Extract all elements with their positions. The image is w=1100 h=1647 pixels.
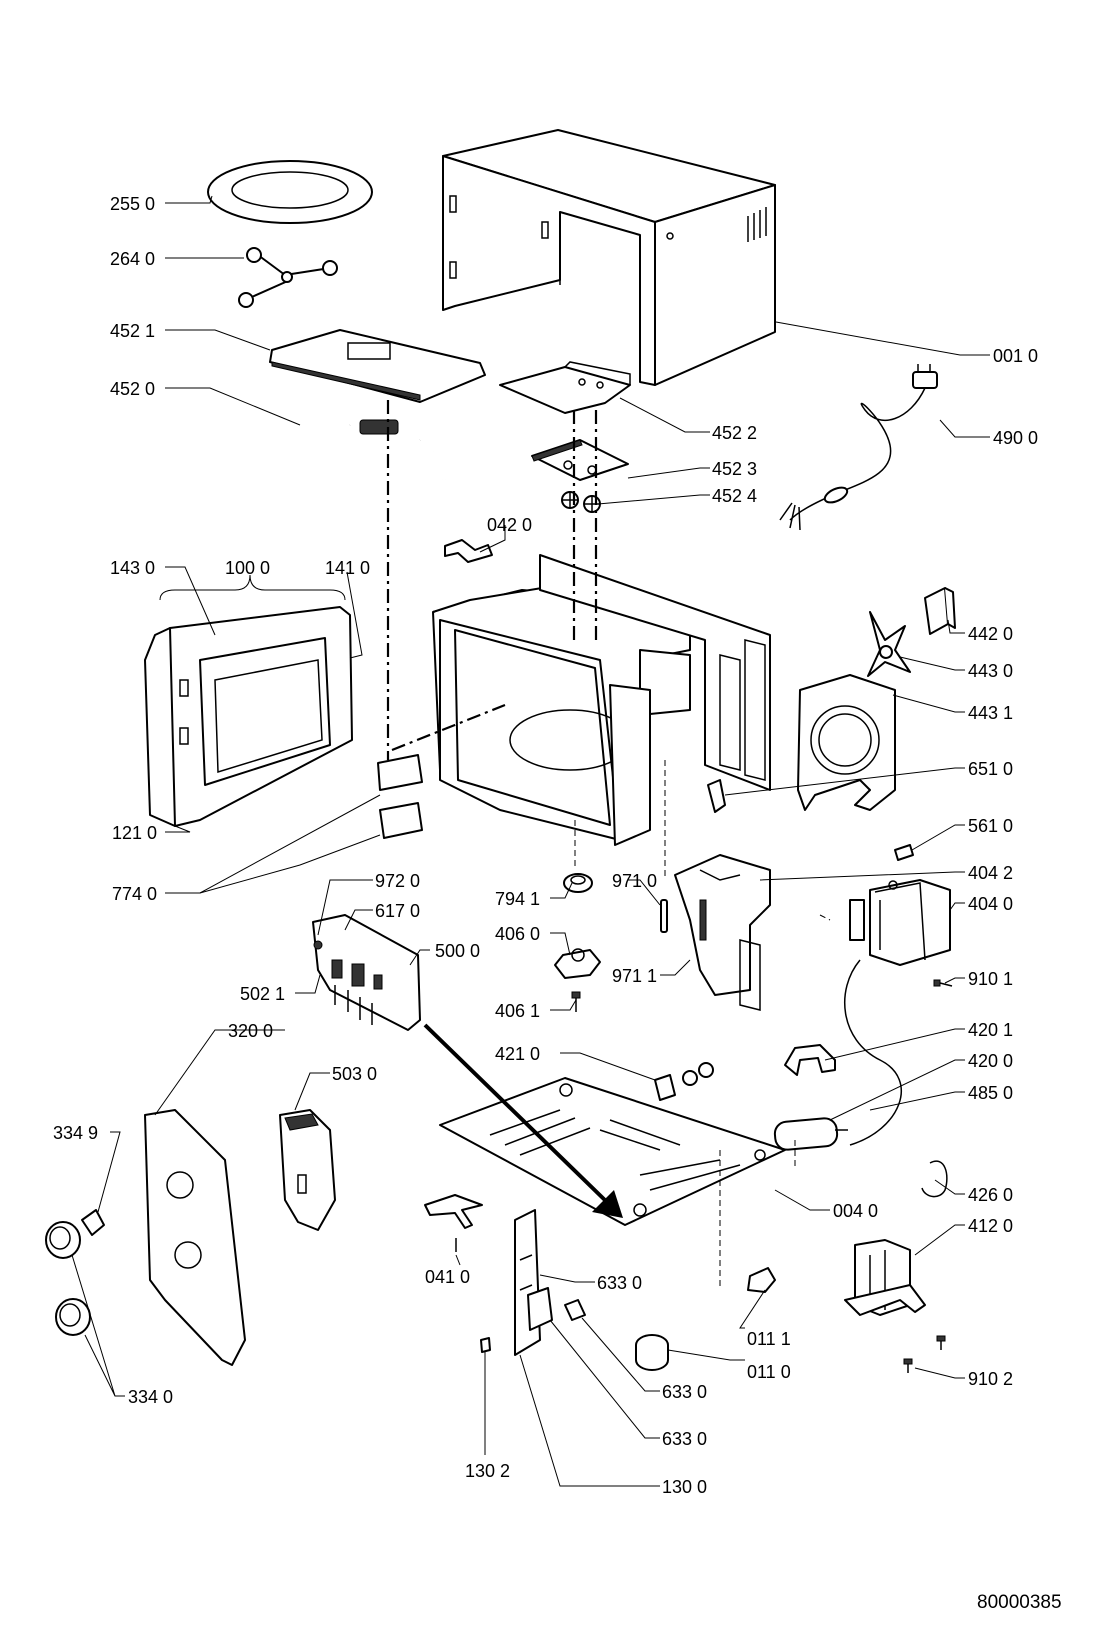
- callout-452-3: 452 3: [712, 459, 757, 479]
- callout-412-0: 412 0: [968, 1216, 1013, 1236]
- document-number: 80000385: [977, 1592, 1062, 1613]
- foot-bracket: [424, 1194, 483, 1252]
- roller-support: [238, 247, 338, 308]
- callout-004-0: 004 0: [833, 1201, 878, 1221]
- callout-971-0: 971 0: [612, 871, 657, 891]
- mica-plate: [499, 361, 631, 414]
- outer-casing: [442, 129, 776, 386]
- screw-406-1: [571, 991, 581, 1012]
- capacitor-clamp: [784, 1044, 836, 1076]
- cooling-fan: [867, 611, 911, 677]
- callout-633-0-c: 633 0: [662, 1429, 707, 1449]
- callout-502-1: 502 1: [240, 984, 285, 1004]
- callout-255-0: 255 0: [110, 194, 155, 214]
- screw-910-1: [933, 979, 953, 987]
- thermal-cutout: [707, 779, 726, 813]
- screws-910-2: [903, 1335, 946, 1373]
- callout-651-0: 651 0: [968, 759, 1013, 779]
- grill-bracket: [531, 439, 629, 481]
- transformer: [844, 1239, 926, 1316]
- fuse: [660, 899, 668, 933]
- air-duct: [674, 854, 771, 1011]
- switch-holder: [279, 1109, 336, 1231]
- callout-452-2: 452 2: [712, 423, 757, 443]
- callout-143-0: 143 0: [110, 558, 155, 578]
- turntable-motor: [554, 948, 601, 979]
- callout-100-0: 100 0: [225, 558, 270, 578]
- callout-500-0: 500 0: [435, 941, 480, 961]
- callout-041-0: 041 0: [425, 1267, 470, 1287]
- door-assembly: [144, 606, 353, 827]
- hv-capacitor: [773, 1117, 848, 1151]
- callout-121-0: 121 0: [112, 823, 157, 843]
- callout-130-2: 130 2: [465, 1461, 510, 1481]
- control-panel: [144, 1109, 246, 1366]
- callout-042-0: 042 0: [487, 515, 532, 535]
- callout-443-1: 443 1: [968, 703, 1013, 723]
- callout-452-0: 452 0: [110, 379, 155, 399]
- star-washers: [561, 491, 601, 513]
- grill-heating-element: [301, 414, 461, 481]
- callout-633-0-b: 633 0: [662, 1382, 707, 1402]
- hv-wire: [843, 959, 902, 1146]
- power-cord: [779, 364, 938, 531]
- callout-404-0: 404 0: [968, 894, 1013, 914]
- callout-406-1: 406 1: [495, 1001, 540, 1021]
- callout-443-0: 443 0: [968, 661, 1013, 681]
- callout-334-9: 334 9: [53, 1123, 98, 1143]
- control-board: [312, 914, 421, 1031]
- callout-001-0: 001 0: [993, 346, 1038, 366]
- callout-617-0: 617 0: [375, 901, 420, 921]
- oven-cavity: [432, 554, 771, 846]
- callout-264-0: 264 0: [110, 249, 155, 269]
- small-clip: [894, 844, 914, 861]
- callout-452-4: 452 4: [712, 486, 757, 506]
- callout-503-0: 503 0: [332, 1064, 377, 1084]
- small-bracket-top: [444, 539, 493, 563]
- callout-452-1: 452 1: [110, 321, 155, 341]
- magnetron: [849, 879, 951, 966]
- callout-406-0: 406 0: [495, 924, 540, 944]
- callout-442-0: 442 0: [968, 624, 1013, 644]
- callout-633-0-a: 633 0: [597, 1273, 642, 1293]
- roller-coupler: [563, 873, 593, 893]
- wire-clip: [921, 1160, 948, 1198]
- callout-334-0: 334 0: [128, 1387, 173, 1407]
- callout-141-0: 141 0: [325, 558, 370, 578]
- callout-971-1: 971 1: [612, 966, 657, 986]
- leader-lines: [71, 195, 990, 1487]
- callout-420-1: 420 1: [968, 1020, 1013, 1040]
- waveguide-cover: [377, 754, 423, 839]
- door-switch-bracket: [480, 1209, 586, 1356]
- callout-426-0: 426 0: [968, 1185, 1013, 1205]
- callout-011-0: 011 0: [747, 1362, 791, 1382]
- foot-spacer: [635, 1267, 776, 1371]
- callout-130-0: 130 0: [662, 1477, 707, 1497]
- control-knobs: [45, 1209, 105, 1336]
- turntable-plate: [207, 160, 373, 224]
- callout-910-1: 910 1: [968, 969, 1013, 989]
- callout-421-0: 421 0: [495, 1044, 540, 1064]
- callout-972-0: 972 0: [375, 871, 420, 891]
- callout-794-1: 794 1: [495, 889, 540, 909]
- lamp-holder: [654, 1062, 714, 1101]
- callout-420-0: 420 0: [968, 1051, 1013, 1071]
- callout-320-0: 320 0: [228, 1021, 273, 1041]
- callout-404-2: 404 2: [968, 863, 1013, 883]
- callout-490-0: 490 0: [993, 428, 1038, 448]
- fan-shroud: [797, 674, 896, 811]
- callout-561-0: 561 0: [968, 816, 1013, 836]
- assembly-arrow: [423, 1023, 623, 1218]
- fan-motor-bracket: [924, 587, 956, 635]
- assembly-guide-lines: [386, 400, 831, 1290]
- callout-774-0: 774 0: [112, 884, 157, 904]
- grill-cover: [269, 329, 486, 403]
- callout-011-1: 011 1: [747, 1329, 791, 1349]
- callout-910-2: 910 2: [968, 1369, 1013, 1389]
- callout-labels: 255 0 264 0 452 1 452 0 001 0 490 0 452 …: [53, 194, 1038, 1497]
- callout-485-0: 485 0: [968, 1083, 1013, 1103]
